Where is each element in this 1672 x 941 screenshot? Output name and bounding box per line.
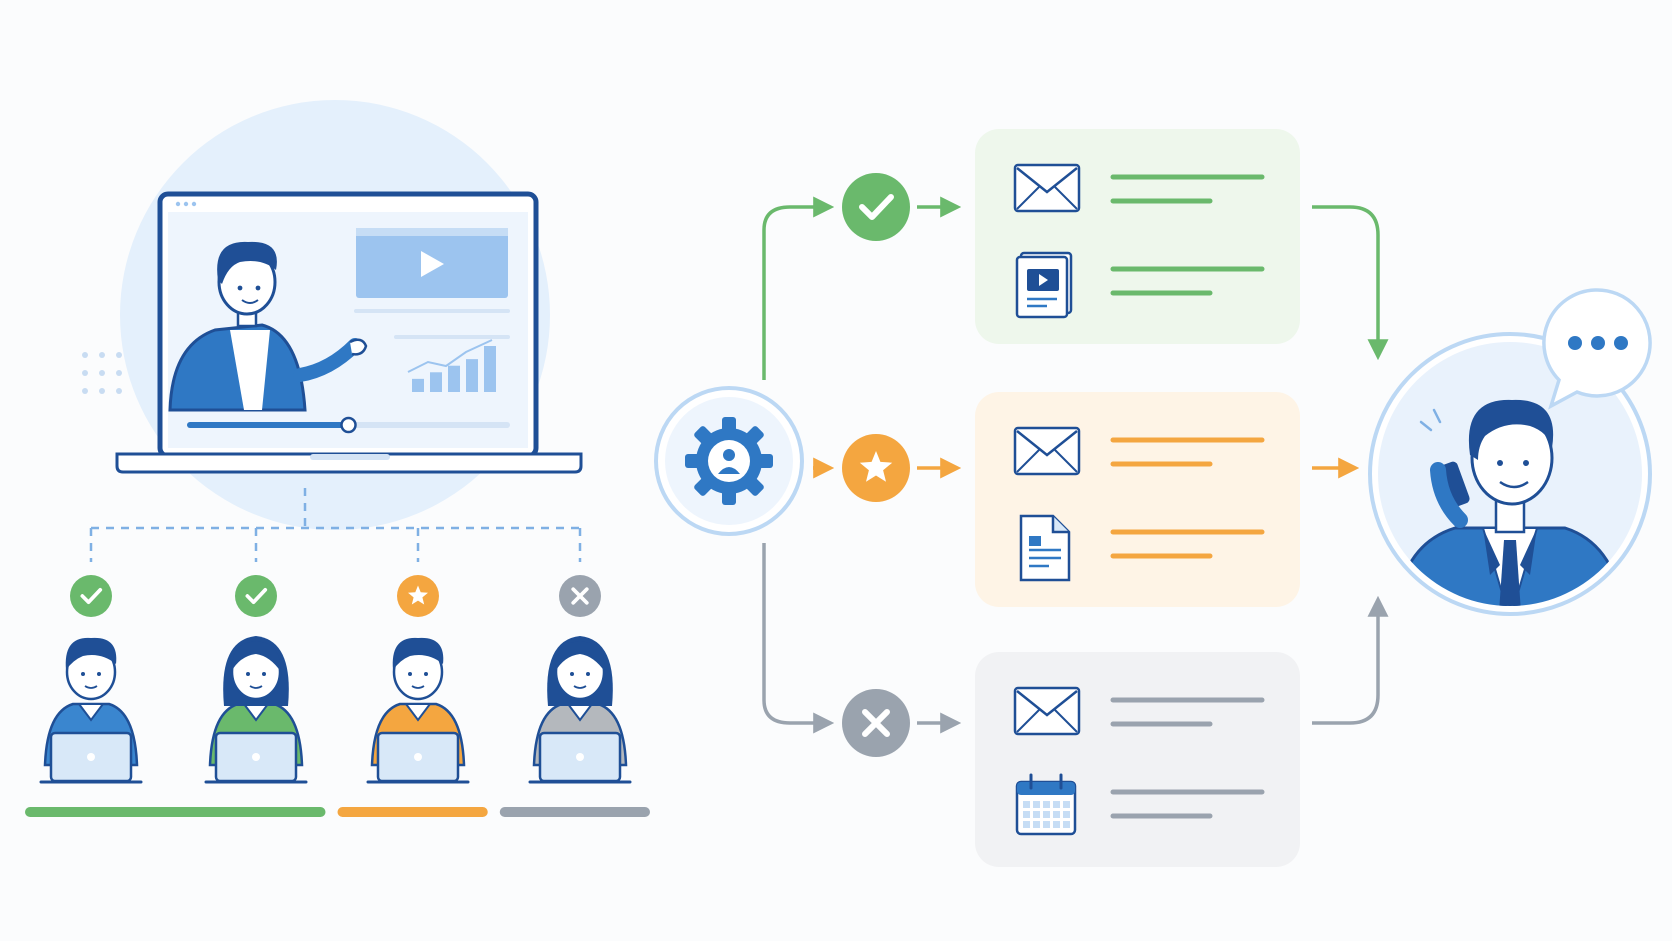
check-icon [245,587,268,605]
content-item[interactable] [1015,251,1265,319]
chart-bar [430,372,442,392]
neutral-status-badge [842,689,910,757]
calendar-icon [1015,773,1077,836]
content-item[interactable] [1015,773,1265,836]
neutral-branch-line [762,543,835,734]
video-progress-bar[interactable] [187,416,510,434]
dots-decoration [82,352,122,394]
document-icon [1019,514,1071,582]
attendee-2 [204,575,308,784]
laptop-icon [528,731,632,784]
neutral-branch [842,652,1300,867]
neutral-content-card[interactable] [975,652,1300,867]
star-icon [859,451,893,482]
video-thumbnail[interactable] [356,228,508,298]
check-icon [80,587,103,605]
success-status-badge [842,173,910,241]
chart-bar [484,346,496,392]
laptop-icon [204,731,308,784]
speech-bubble-ellipsis-icon [1542,288,1652,410]
success-branch [842,129,1300,344]
highlight-status-badge [842,434,910,502]
envelope-icon [1013,426,1081,476]
attendee-3 [366,575,470,784]
play-icon [1039,274,1048,286]
attendee-connector [89,488,582,562]
laptop-icon [39,731,143,784]
content-item[interactable] [1013,686,1265,736]
neutral-to-rep-line [1312,595,1389,725]
automation-hub[interactable] [654,386,804,536]
highlight-branch [842,392,1300,607]
video-document-icon [1015,251,1073,319]
attendee-list [39,575,632,784]
content-item[interactable] [1019,514,1265,582]
chart-bar [466,359,478,392]
success-content-card[interactable] [975,129,1300,344]
attendee-4 [528,575,632,784]
star-icon [408,585,428,605]
progress-handle[interactable] [340,416,357,434]
highlight-content-card[interactable] [975,392,1300,607]
success-branch-line [762,196,835,380]
chart-bar [448,365,460,392]
x-icon [862,709,890,737]
laptop-icon [366,731,470,784]
envelope-icon [1013,163,1081,213]
play-icon[interactable] [421,251,444,277]
chart-bar [412,378,424,392]
highlight-status-badge [397,575,439,617]
trend-line [407,339,493,373]
envelope-icon [1013,686,1081,736]
check-icon [859,194,894,220]
x-icon [571,587,589,605]
sales-rep [1368,288,1652,616]
success-to-rep-line [1312,205,1389,361]
branch-connectors [762,196,1389,734]
gear-person-icon [685,417,773,505]
success-status-badge [235,575,277,617]
webinar-section [82,100,583,530]
success-status-badge [70,575,112,617]
bar-chart-icon [407,339,496,392]
content-item[interactable] [1013,426,1265,476]
attendee-1 [39,575,143,784]
slide-text-lines [354,309,510,339]
content-item[interactable] [1013,163,1265,213]
followup-branches [842,129,1300,867]
neutral-status-badge [559,575,601,617]
presenter-person-icon [168,241,368,412]
